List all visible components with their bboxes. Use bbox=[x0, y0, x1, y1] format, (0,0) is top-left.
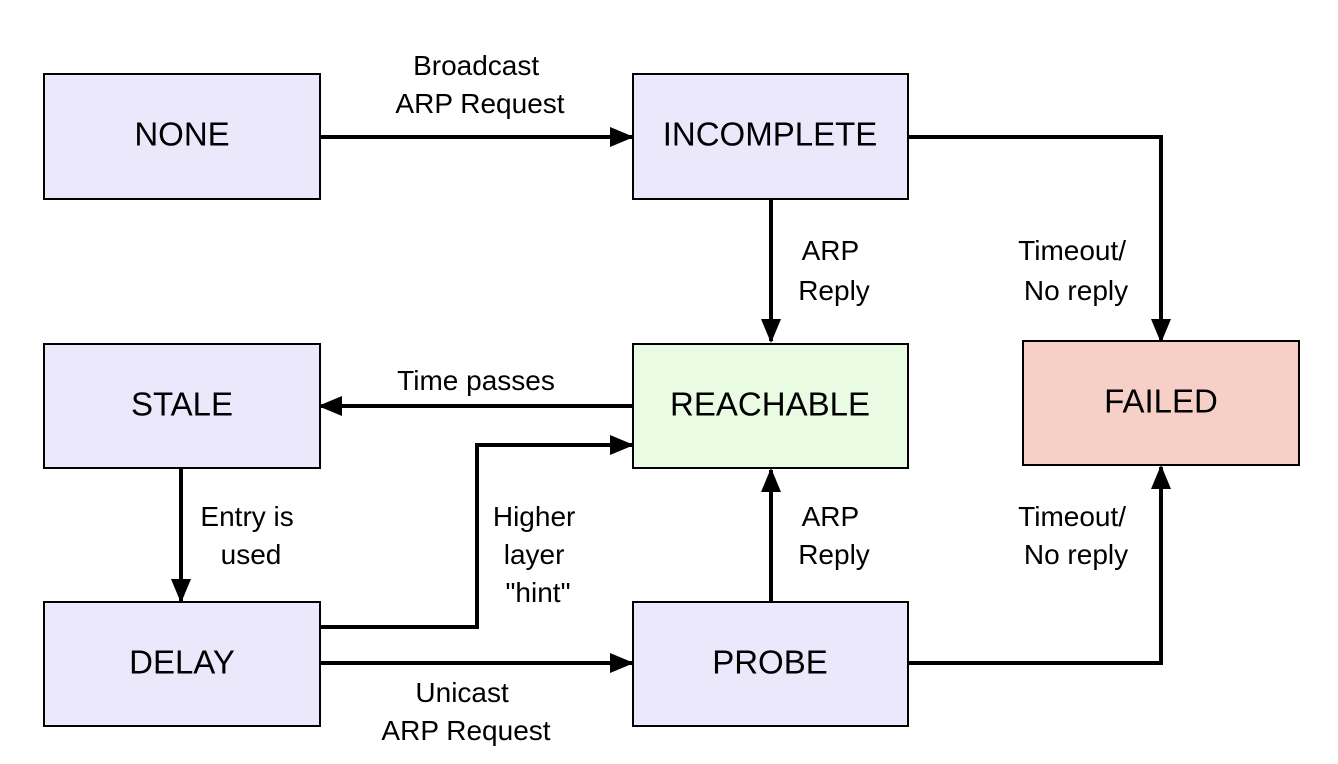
state-probe-label: PROBE bbox=[712, 644, 828, 681]
label-reachable-stale: Time passes bbox=[397, 365, 555, 396]
state-stale: STALE bbox=[43, 343, 321, 469]
label-probe-reachable: ARP Reply bbox=[798, 501, 870, 570]
state-delay-label: DELAY bbox=[129, 644, 235, 681]
state-incomplete-label: INCOMPLETE bbox=[663, 116, 878, 153]
state-incomplete-box bbox=[632, 73, 909, 200]
label-delay-reachable: Higher layer "hint" bbox=[493, 501, 583, 608]
label-reachable-stale-line1: Time passes bbox=[397, 365, 555, 396]
label-delay-reachable-line2: layer bbox=[504, 539, 565, 570]
label-incomplete-reachable: ARP Reply bbox=[798, 235, 870, 306]
label-incomplete-failed-line2: No reply bbox=[1024, 275, 1128, 306]
label-delay-probe-line1: Unicast bbox=[415, 677, 509, 708]
label-probe-failed: Timeout/ No reply bbox=[1018, 501, 1134, 570]
edge-delay-to-reachable bbox=[320, 435, 634, 629]
label-probe-reachable-line1: ARP bbox=[802, 501, 859, 532]
state-delay-box bbox=[43, 601, 321, 727]
label-incomplete-failed-line1: Timeout/ bbox=[1018, 235, 1126, 266]
state-reachable: REACHABLE bbox=[632, 343, 909, 469]
label-incomplete-reachable-line2: Reply bbox=[798, 275, 870, 306]
state-delay: DELAY bbox=[43, 601, 321, 727]
label-probe-failed-line2: No reply bbox=[1024, 539, 1128, 570]
state-incomplete: INCOMPLETE bbox=[632, 73, 909, 200]
label-stale-delay-line1: Entry is bbox=[200, 501, 293, 532]
edges bbox=[171, 127, 1171, 673]
edge-probe-to-failed bbox=[908, 465, 1171, 665]
states: NONE INCOMPLETE STALE REACHABLE FAILED D… bbox=[43, 73, 1300, 727]
state-reachable-label: REACHABLE bbox=[670, 386, 870, 423]
label-delay-reachable-line1: Higher bbox=[493, 501, 575, 532]
state-none-label: NONE bbox=[134, 116, 229, 153]
edge-labels: Broadcast ARP Request ARP Reply Timeout/… bbox=[200, 50, 1134, 746]
state-none: NONE bbox=[43, 73, 321, 200]
label-none-incomplete: Broadcast ARP Request bbox=[395, 50, 564, 119]
label-probe-reachable-line2: Reply bbox=[798, 539, 870, 570]
label-probe-failed-line1: Timeout/ bbox=[1018, 501, 1126, 532]
label-delay-probe: Unicast ARP Request bbox=[381, 677, 550, 746]
label-stale-delay-line2: used bbox=[221, 539, 282, 570]
label-incomplete-failed: Timeout/ No reply bbox=[1018, 235, 1134, 306]
label-stale-delay: Entry is used bbox=[200, 501, 301, 570]
state-failed-label: FAILED bbox=[1104, 383, 1218, 420]
state-stale-label: STALE bbox=[131, 386, 233, 423]
state-reachable-box bbox=[632, 343, 909, 469]
label-none-incomplete-line1: Broadcast bbox=[413, 50, 539, 81]
state-probe: PROBE bbox=[632, 601, 909, 727]
state-none-box bbox=[43, 73, 321, 200]
label-none-incomplete-line2: ARP Request bbox=[395, 88, 564, 119]
state-stale-box bbox=[43, 343, 321, 469]
label-delay-probe-line2: ARP Request bbox=[381, 715, 550, 746]
label-delay-reachable-line3: "hint" bbox=[505, 577, 570, 608]
state-failed: FAILED bbox=[1022, 340, 1300, 466]
edge-incomplete-to-failed bbox=[908, 135, 1171, 343]
label-incomplete-reachable-line1: ARP bbox=[802, 235, 859, 266]
state-probe-box bbox=[632, 601, 909, 727]
state-failed-box bbox=[1022, 340, 1300, 466]
